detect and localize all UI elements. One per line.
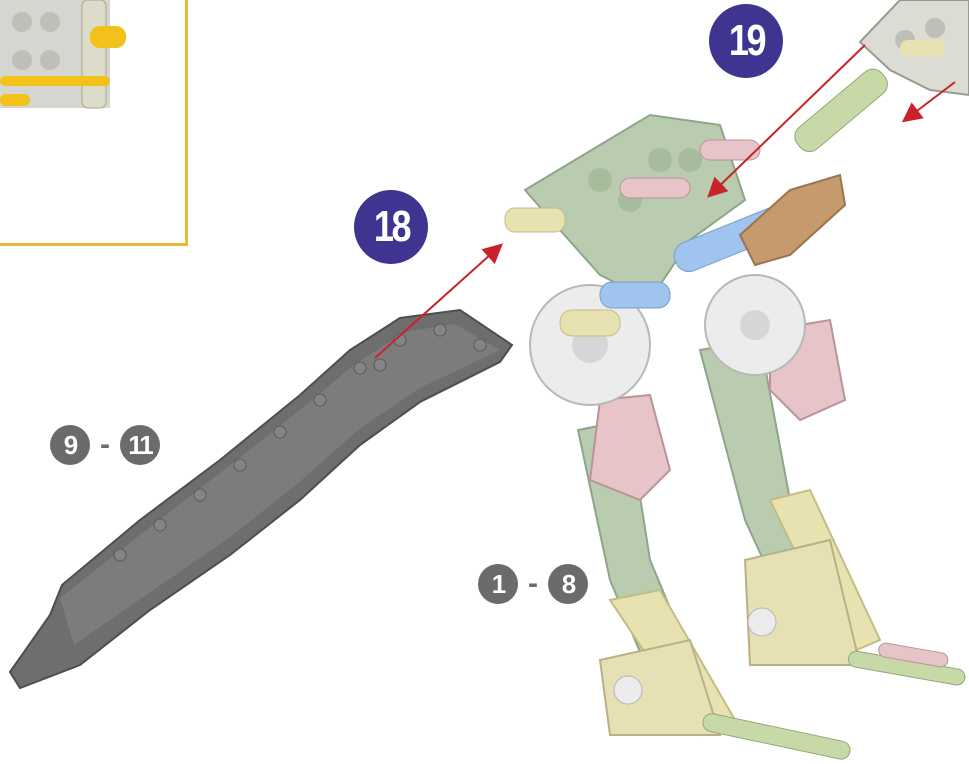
right-leg-assembly	[698, 318, 966, 686]
step-badge-19: 19	[709, 4, 783, 78]
step-badge-18: 18	[354, 190, 428, 264]
step-number: 19	[728, 16, 766, 65]
parts-range-legs: 1 - 8	[478, 564, 588, 604]
range-end: 11	[120, 425, 160, 465]
left-leg-assembly	[576, 393, 851, 760]
parts-range-wing: 9 - 11	[50, 425, 160, 465]
upper-right-part	[858, 0, 969, 97]
range-separator: -	[100, 428, 110, 461]
body-assembly	[504, 68, 888, 406]
step-number: 18	[373, 202, 411, 251]
range-end: 8	[548, 564, 588, 604]
assembly-arrows	[374, 44, 956, 359]
gray-wing-plate	[8, 308, 514, 690]
range-separator: -	[528, 567, 538, 600]
arrow-step-19-a	[707, 44, 866, 198]
range-start: 1	[478, 564, 518, 604]
range-start: 9	[50, 425, 90, 465]
arrow-step-18	[374, 243, 503, 359]
inset-frame	[0, 0, 188, 246]
arrow-step-19-b	[901, 81, 956, 123]
inset-detail-illustration	[0, 0, 126, 109]
